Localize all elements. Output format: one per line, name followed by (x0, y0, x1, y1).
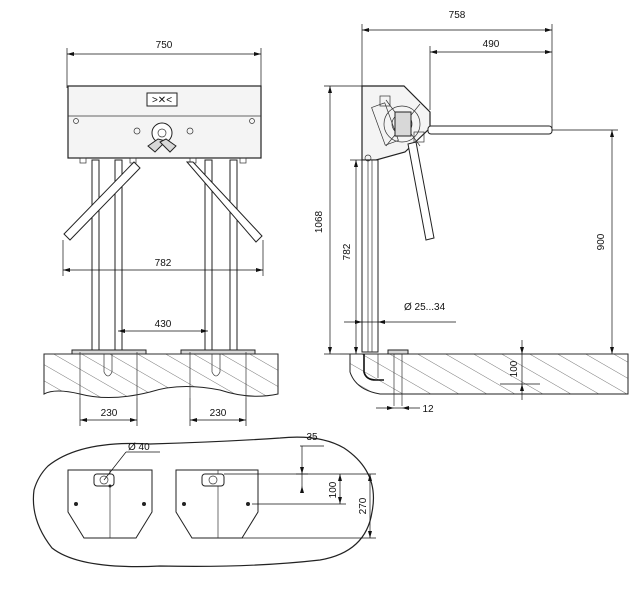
label-hole-diameter: Ø 40 (128, 442, 150, 453)
plan-view: Ø 40 35 100 270 (32, 432, 376, 568)
front-view: 750 >✕< (43, 40, 279, 426)
indicator-panel (146, 92, 178, 107)
dimension-270: 270 (358, 474, 372, 538)
label-230-left: 230 (101, 408, 118, 419)
dimension-12: 12 (376, 404, 434, 415)
dimension-100-plan: 100 (328, 474, 342, 504)
front-floor-section (43, 353, 279, 399)
label-782-front: 782 (155, 258, 172, 269)
dimension-758: 758 (361, 10, 553, 128)
side-horizontal-arm (427, 125, 553, 135)
plan-floor-outline (32, 436, 374, 568)
label-430: 430 (155, 319, 172, 330)
dimension-490: 490 (429, 39, 552, 110)
side-floor-section (349, 353, 629, 395)
label-100-plan: 100 (328, 481, 339, 498)
label-490: 490 (483, 39, 500, 50)
label-758: 758 (449, 10, 466, 21)
side-lower-arm (407, 141, 435, 241)
side-view: 758 490 (314, 10, 629, 415)
pipe-diameter-callout: Ø 25...34 (344, 302, 456, 324)
dimension-782-front: 782 (62, 240, 264, 276)
label-230-right: 230 (210, 408, 227, 419)
dimension-35: 35 (296, 432, 324, 493)
dimension-230-right: 230 (189, 398, 247, 426)
left-post-outer (91, 159, 100, 353)
dimension-900: 900 (552, 129, 618, 354)
label-1068: 1068 (314, 210, 325, 233)
dimension-782-side: 782 (342, 159, 362, 354)
right-post-outer (229, 159, 238, 353)
dimension-1068: 1068 (314, 85, 362, 355)
dimension-430: 430 (118, 319, 208, 333)
dimension-750: 750 (66, 40, 262, 88)
label-pipe-diameter: Ø 25...34 (404, 302, 446, 313)
label-100-side: 100 (509, 360, 520, 377)
left-barrier-arm (63, 161, 141, 241)
label-270: 270 (358, 497, 369, 514)
label-35: 35 (306, 432, 318, 443)
label-782-side: 782 (342, 243, 353, 260)
dimension-100-side: 100 (500, 340, 540, 400)
right-barrier-arm (185, 161, 263, 243)
svg-text:>✕<: >✕< (152, 95, 172, 106)
side-post (361, 159, 379, 353)
hole-diameter-callout: Ø 40 (103, 442, 160, 481)
label-750: 750 (156, 40, 173, 51)
dimension-230-left: 230 (79, 398, 138, 426)
label-900: 900 (596, 233, 607, 250)
label-12: 12 (422, 404, 434, 415)
rotor-mechanism (371, 95, 425, 147)
